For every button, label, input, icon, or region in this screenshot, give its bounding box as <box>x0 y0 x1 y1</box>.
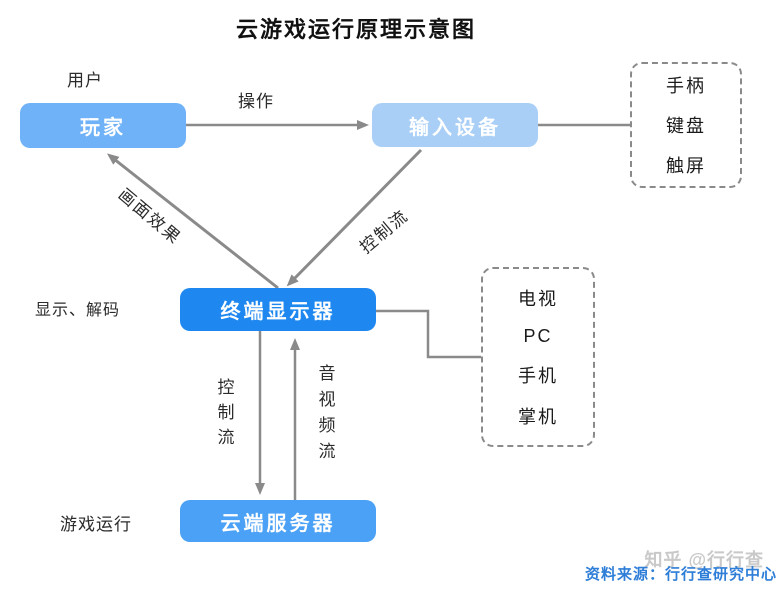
peripheral-item: 手柄 <box>666 76 706 96</box>
node-input-device: 输入设备 <box>372 103 538 147</box>
annotation-game-run: 游戏运行 <box>60 515 132 534</box>
edge-label-control-flow-vertical: 控制流 <box>217 378 235 447</box>
annotation-display-decode: 显示、解码 <box>35 302 121 319</box>
annotation-user: 用户 <box>67 71 103 90</box>
group-peripherals: 手柄 键盘 触屏 <box>630 62 742 188</box>
arrow-input-to-display <box>286 148 423 287</box>
zhihu-watermark: 知乎 @行行查 <box>644 550 764 570</box>
diagram-title: 云游戏运行原理示意图 <box>235 17 476 42</box>
group-devices: 电视 PC 手机 掌机 <box>481 267 595 447</box>
peripheral-item: 键盘 <box>666 116 706 136</box>
edge-label-operate: 操作 <box>238 92 274 111</box>
device-item: PC <box>523 326 553 346</box>
node-terminal-display: 终端显示器 <box>180 288 376 331</box>
device-item: 电视 <box>518 289 558 309</box>
edge-label-av-stream: 音视频流 <box>318 364 336 461</box>
node-cloud-server: 云端服务器 <box>180 500 376 542</box>
device-item: 手机 <box>518 366 558 386</box>
arrow-display-to-player <box>106 153 279 290</box>
node-player: 玩家 <box>20 103 186 148</box>
device-item: 掌机 <box>518 407 558 427</box>
data-source-credit: 资料来源：行行查研究中心 <box>584 566 777 583</box>
line-display-to-devices <box>376 309 481 359</box>
peripheral-item: 触屏 <box>666 156 706 176</box>
